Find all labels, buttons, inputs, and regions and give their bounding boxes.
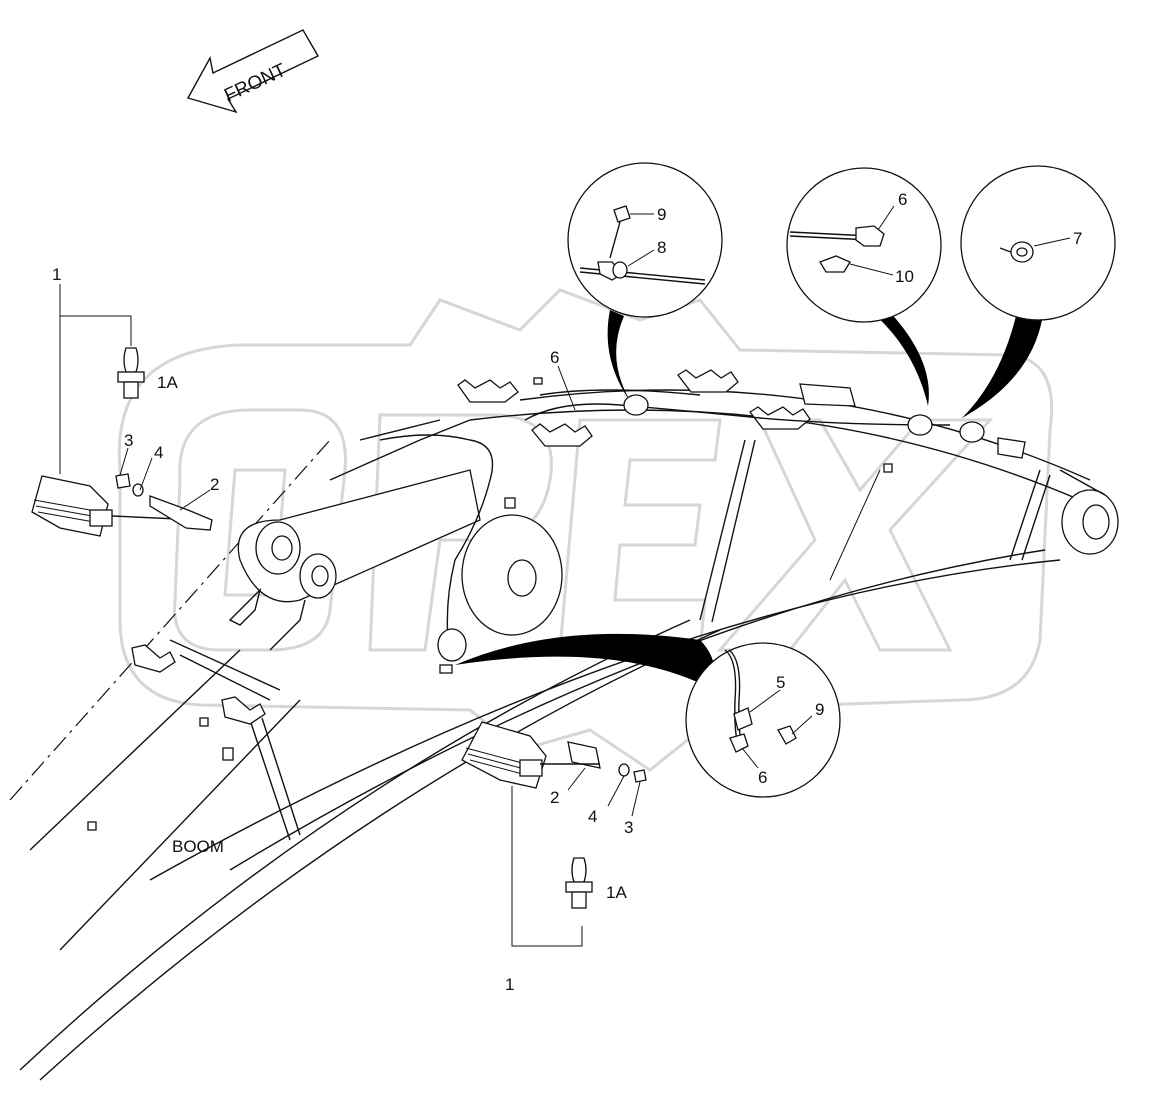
callout-4-lower: 4	[588, 807, 597, 826]
callout-3-upper: 3	[124, 431, 133, 450]
callout-5-detail-4: 5	[776, 673, 785, 692]
callout-7-detail-3: 7	[1073, 229, 1082, 248]
callout-3-lower: 3	[624, 818, 633, 837]
callout-2-upper: 2	[210, 475, 219, 494]
callout-6-main: 6	[550, 348, 559, 367]
detail-bubble-clip-clamp: 9 8	[567, 162, 723, 404]
halogen-bulb-icon	[117, 347, 145, 399]
callout-6-detail-4: 6	[758, 768, 767, 787]
callout-1-lower: 1	[505, 975, 514, 994]
harness-clip-icons	[437, 394, 985, 662]
callout-6-detail-2: 6	[898, 190, 907, 209]
callout-9-detail-4: 9	[815, 700, 824, 719]
callout-4-upper: 4	[154, 443, 163, 462]
work-lamp-upper: 3 4 2 1 1A	[31, 265, 219, 537]
callout-10-detail-2: 10	[895, 267, 914, 286]
opex-watermark-logo	[117, 288, 1054, 772]
callout-1a-upper: 1A	[157, 373, 178, 392]
detail-bubble-grommet: 7	[960, 165, 1116, 418]
boom-label: BOOM	[172, 837, 224, 856]
callout-9-detail-1: 9	[657, 205, 666, 224]
detail-bubble-harness-bracket: 5 9 6	[455, 633, 841, 798]
front-arrow-label: FRONT	[221, 60, 290, 107]
callout-1a-lower: 1A	[606, 883, 627, 902]
detail-bubble-clip-bracket: 6 10	[786, 167, 942, 406]
front-arrow-icon: FRONT	[186, 29, 319, 114]
halogen-bulb-icon-lower	[565, 857, 593, 909]
boom-structure: BOOM	[9, 369, 1119, 1081]
callout-2-lower: 2	[550, 788, 559, 807]
callout-8-detail-1: 8	[657, 238, 666, 257]
callout-1-upper: 1	[52, 265, 61, 284]
work-lamp-lower: 2 4 3 1A 1	[461, 721, 647, 994]
